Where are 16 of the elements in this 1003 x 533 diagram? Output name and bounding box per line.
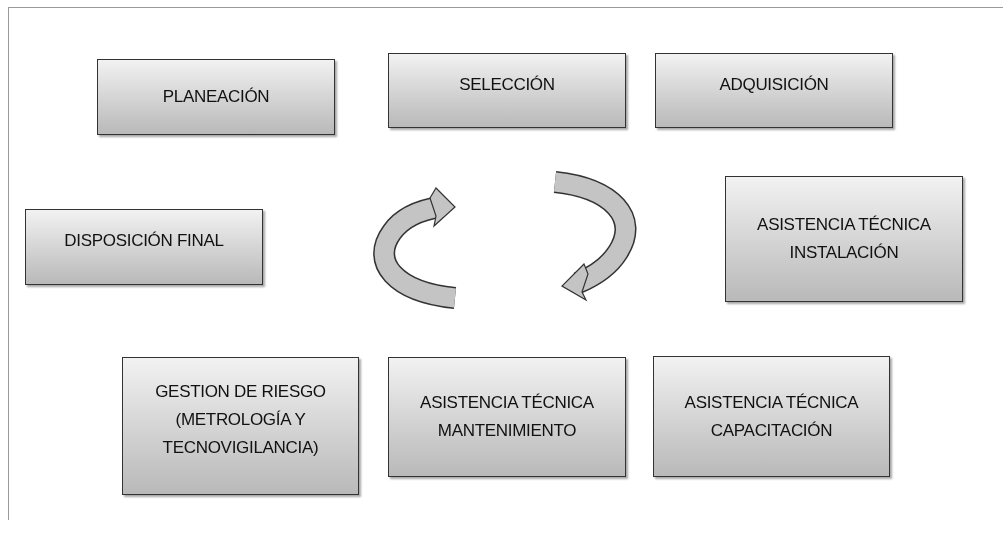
box-label: PLANEACIÓN bbox=[162, 86, 270, 108]
process-box bbox=[655, 53, 893, 128]
process-box bbox=[25, 209, 263, 285]
process-box bbox=[97, 59, 335, 135]
process-box bbox=[388, 357, 626, 477]
process-box bbox=[725, 176, 963, 302]
box-label: DISPOSICIÓN FINAL bbox=[64, 230, 224, 252]
process-box bbox=[122, 357, 359, 495]
box-label: SELECCIÓN bbox=[459, 73, 555, 96]
box-label: ASISTENCIA TÉCNICA CAPACITACIÓN bbox=[683, 391, 860, 442]
box-label: GESTION DE RIESGO (METROLOGÍA Y TECNOVIGILANCIA) bbox=[154, 381, 327, 459]
box-label: ASISTENCIA TÉCNICA INSTALACIÓN bbox=[756, 214, 932, 264]
process-box bbox=[388, 53, 626, 128]
process-box bbox=[653, 356, 890, 477]
box-label: ASISTENCIA TÉCNICA MANTENIMIENTO bbox=[419, 392, 595, 442]
box-label: ADQUISICIÓN bbox=[719, 73, 829, 96]
